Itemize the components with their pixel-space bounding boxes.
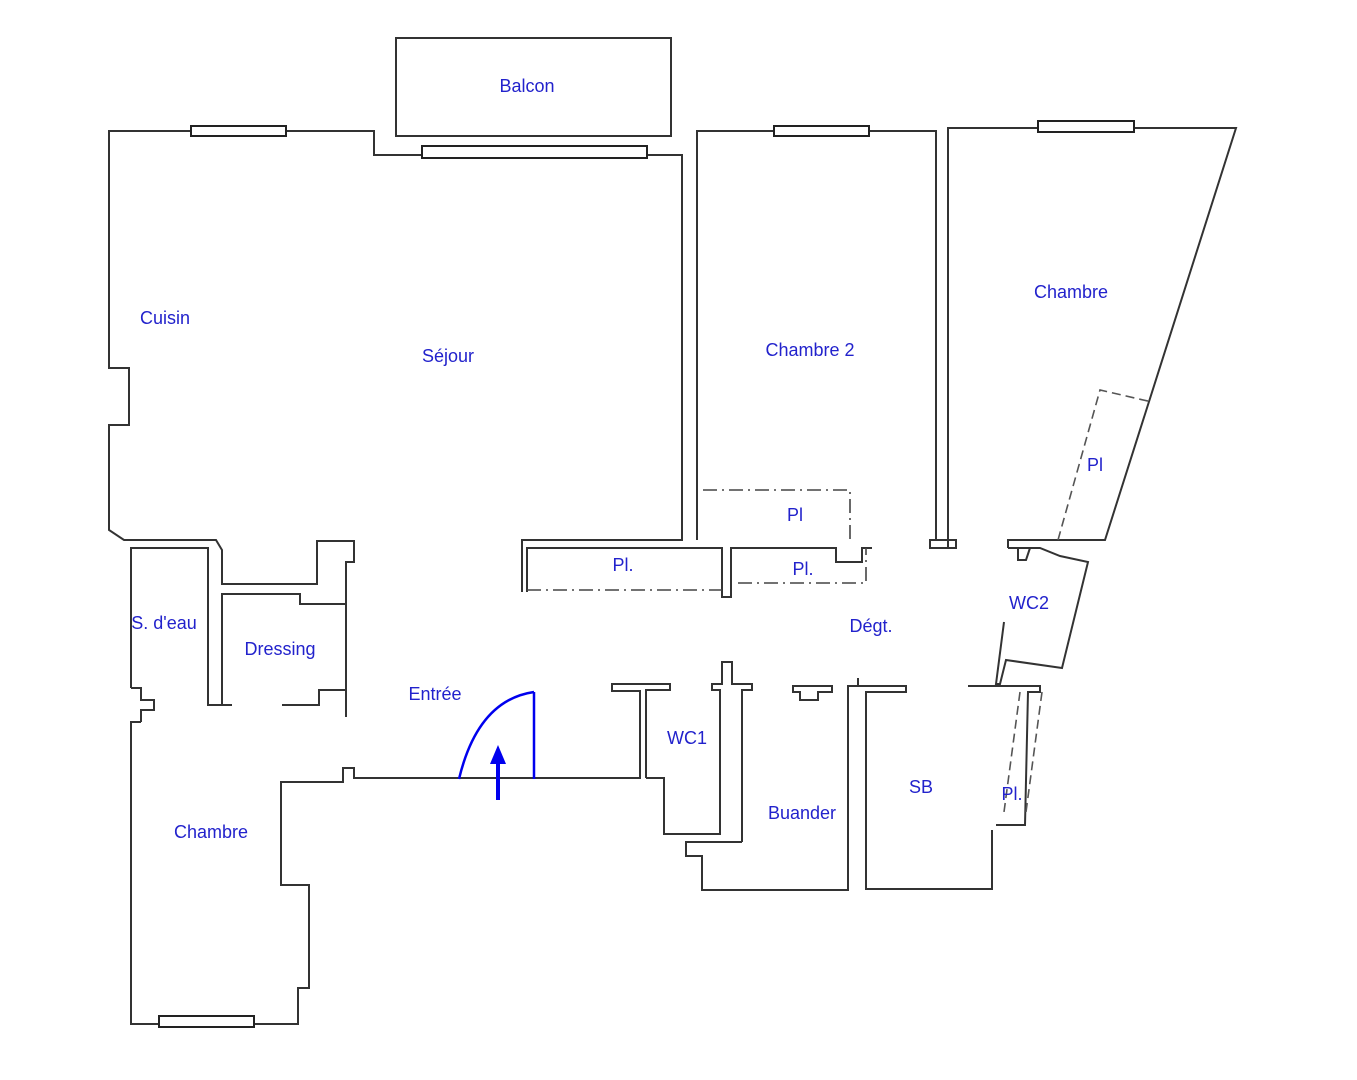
bedroom-ne-wall [947,127,1238,548]
room-label-chambre-2: Chambre 2 [765,340,854,360]
wc2-small-return [1017,547,1031,561]
room-label-cuisin: Cuisin [140,308,190,328]
bedroom-2-wall [696,130,937,540]
room-label-pl-degt: Pl. [792,559,813,579]
entrance [457,690,536,800]
room-label-buander: Buander [768,803,836,823]
bathroom-right-return [968,685,1041,826]
bathroom-wall [848,685,993,890]
wc2-wall [994,547,1090,685]
closet-sejour-wall [526,547,872,598]
wc1-wall [646,661,753,842]
window-icon [773,125,870,137]
windows [158,120,1135,1028]
dressing-wall [221,593,347,706]
window-icon [190,125,287,137]
entrance-arrow-icon [490,745,506,764]
room-label-balcon: Balcon [499,76,554,96]
laundry-top-return [792,685,833,701]
room-label-pl-sb: Pl. [1001,784,1022,804]
room-label-chambre-ne: Chambre [1034,282,1108,302]
room-label-degt: Dégt. [849,616,892,636]
shower-room-wall [130,547,232,706]
room-label-sb: SB [909,777,933,797]
closet-sb-outline [1003,691,1043,813]
room-label-entree: Entrée [408,684,461,704]
room-label-chambre-sw: Chambre [174,822,248,842]
walls [108,37,1238,1025]
window-icon [1037,120,1135,133]
room-label-dressing: Dressing [244,639,315,659]
closet-chambre2-outline [703,489,851,540]
balcony-outline [395,37,672,137]
window-icon [158,1015,255,1028]
closet-lines [527,389,1153,813]
window-icon [421,145,648,159]
closet-chambre-ne-outline [1057,389,1153,541]
laundry-wall [685,678,859,891]
room-label-wc1: WC1 [667,728,707,748]
shower-room-left-detail [131,687,155,722]
room-label-pl-chambre2: Pl [787,505,803,525]
door-swing-icon [457,690,535,780]
room-label-pl-chambre-ne: Pl [1087,455,1103,475]
room-label-pl-sejour: Pl. [612,555,633,575]
room-label-sejour: Séjour [422,346,474,366]
room-label-wc2: WC2 [1009,593,1049,613]
room-labels: Balcon Cuisin Séjour Chambre 2 Chambre P… [131,76,1108,842]
bedroom-2-return [929,539,957,549]
bedroom-sw-wall [130,683,671,1025]
room-label-sdeau: S. d'eau [131,613,197,633]
